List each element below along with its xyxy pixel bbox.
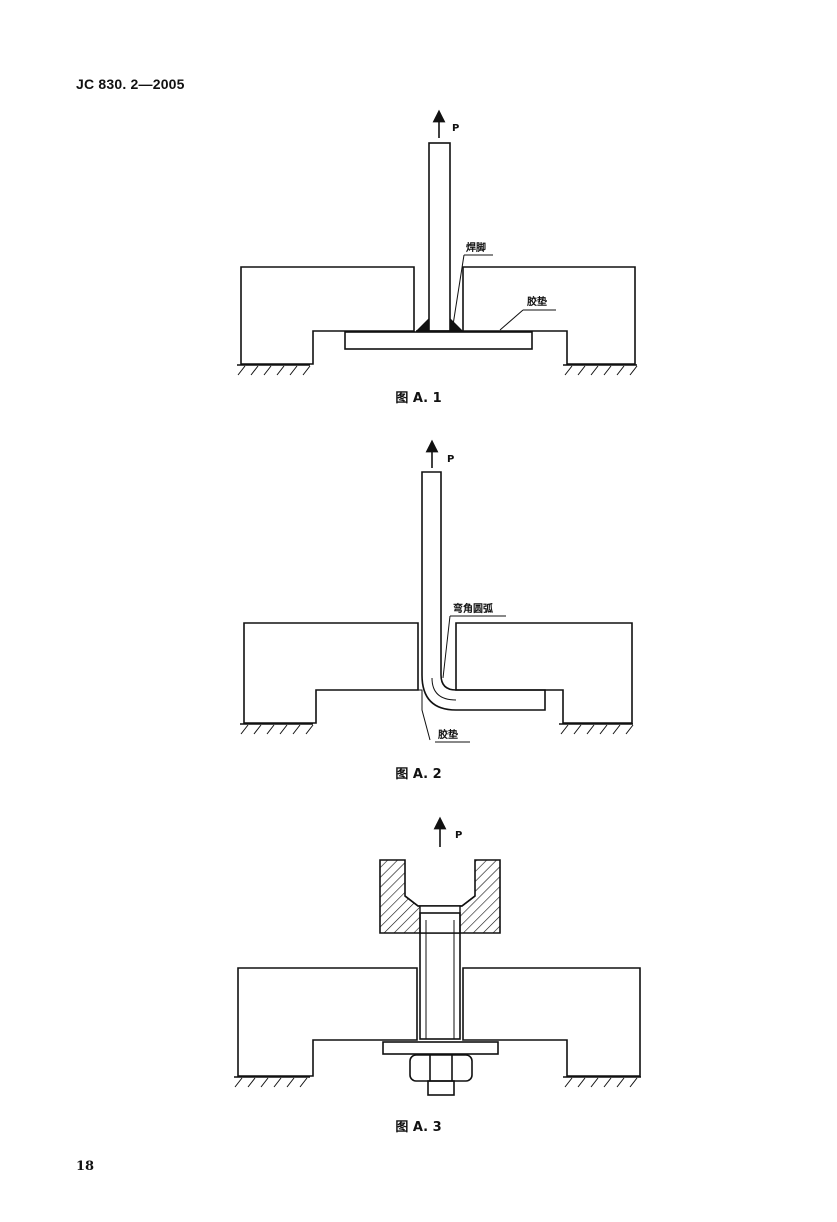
figure-a2-drawing: P 弯角圆弧 胶垫: [240, 439, 634, 743]
ground-hatch-left: [234, 1076, 310, 1088]
bent-plate: [421, 471, 546, 711]
weld-left: [416, 318, 429, 331]
washer: [382, 1041, 499, 1055]
ground-hatch-right: [563, 1076, 641, 1088]
weld-label: 焊脚: [466, 241, 486, 254]
left-fixture-block: [237, 967, 418, 1077]
figure-a3-caption: 图 A. 3: [395, 1120, 442, 1135]
pad-label: 胶垫: [527, 295, 547, 308]
figure-a1: P 焊脚 胶垫: [0, 0, 837, 420]
left-fixture-block: [240, 266, 415, 365]
left-fixture-block: [243, 622, 419, 724]
hex-nut: [409, 1054, 473, 1096]
force-label: P: [452, 123, 459, 134]
bend-label: 弯角圆弧: [453, 602, 493, 615]
force-label: P: [455, 830, 462, 841]
figure-a3: P: [234, 816, 641, 1135]
figure-a1-caption: 图 A. 1: [395, 391, 442, 406]
ground-hatch-right: [563, 364, 638, 376]
figure-a3-drawing: P: [234, 816, 641, 1096]
standard-code: JC 830. 2—2005: [76, 76, 185, 92]
bolt-shank: [419, 912, 461, 1040]
page-number: 18: [76, 1159, 95, 1174]
ground-hatch-left: [237, 364, 311, 376]
pad-label: 胶垫: [438, 728, 458, 741]
figure-a2-caption: 图 A. 2: [395, 767, 442, 782]
ground-hatch-right: [559, 723, 634, 735]
force-label: P: [447, 454, 454, 465]
right-fixture-block: [462, 967, 641, 1077]
figure-a1-drawing: P 焊脚 胶垫: [237, 109, 638, 376]
ground-hatch-left: [240, 723, 314, 735]
base-plate: [344, 331, 533, 350]
figure-a2: P 弯角圆弧 胶垫: [240, 439, 634, 782]
